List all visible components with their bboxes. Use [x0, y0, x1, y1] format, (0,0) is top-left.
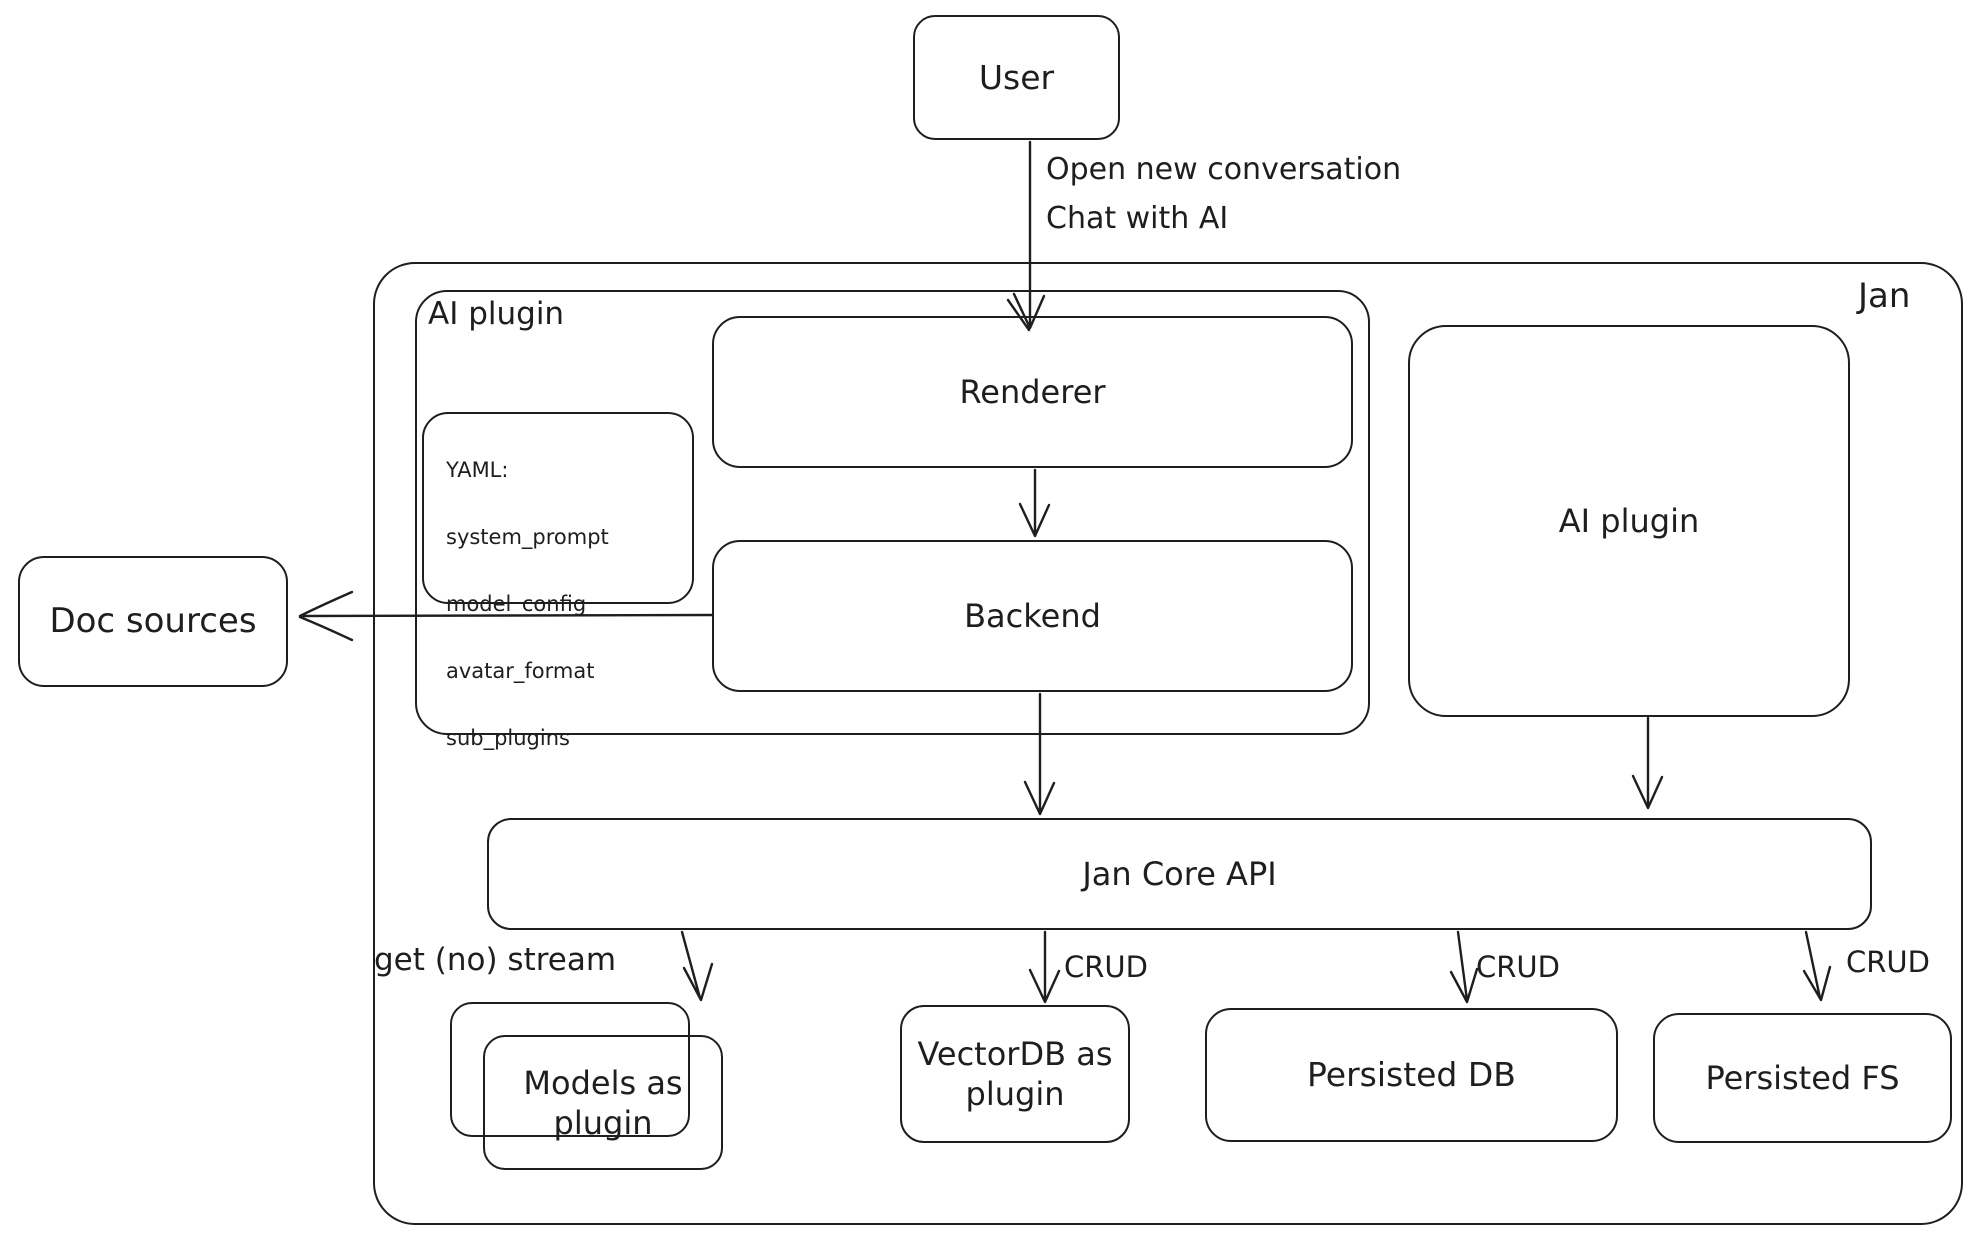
- yaml-line: YAML:: [446, 457, 509, 482]
- models-node-label: Models as plugin: [523, 1063, 683, 1142]
- jan-container-label: Jan: [1858, 276, 1911, 316]
- user-node-label: User: [978, 57, 1055, 97]
- persisted-db-node-label: Persisted DB: [1307, 1055, 1516, 1095]
- doc-sources-node: Doc sources: [18, 556, 288, 687]
- edge-label-crud-persisted-db: CRUD: [1476, 950, 1560, 984]
- models-node-back: [450, 1002, 690, 1137]
- yaml-line: sub_plugins: [446, 726, 570, 751]
- user-node: User: [913, 15, 1120, 140]
- edge-label-get-stream: get (no) stream: [374, 942, 617, 978]
- renderer-node-label: Renderer: [959, 373, 1106, 411]
- edge-label-crud-persisted-fs: CRUD: [1846, 945, 1930, 979]
- jan-core-api-node: Jan Core API: [487, 818, 1872, 930]
- vectordb-node: VectorDB as plugin: [900, 1005, 1130, 1143]
- doc-sources-node-label: Doc sources: [49, 601, 257, 642]
- edge-label-chat-with-ai: Chat with AI: [1046, 201, 1229, 236]
- backend-node: Backend: [712, 540, 1353, 692]
- renderer-node: Renderer: [712, 316, 1353, 468]
- backend-node-label: Backend: [964, 597, 1101, 635]
- edge-label-crud-vectordb: CRUD: [1064, 950, 1148, 984]
- persisted-db-node: Persisted DB: [1205, 1008, 1618, 1142]
- ai-plugin-right-node: AI plugin: [1408, 325, 1850, 717]
- yaml-line: model_config: [446, 591, 587, 616]
- edge-label-open-conversation: Open new conversation: [1046, 152, 1402, 187]
- models-node: Models as plugin: [483, 1035, 723, 1170]
- jan-core-api-node-label: Jan Core API: [1082, 855, 1277, 893]
- ai-plugin-right-node-label: AI plugin: [1558, 502, 1700, 540]
- vectordb-node-label: VectorDB as plugin: [917, 1035, 1113, 1113]
- persisted-fs-node: Persisted FS: [1653, 1013, 1952, 1143]
- persisted-fs-node-label: Persisted FS: [1705, 1059, 1900, 1097]
- ai-plugin-left-label: AI plugin: [428, 296, 565, 332]
- yaml-note-text: YAML: system_prompt model_config avatar_…: [446, 420, 682, 790]
- yaml-line: system_prompt: [446, 524, 609, 549]
- yaml-line: avatar_format: [446, 659, 595, 684]
